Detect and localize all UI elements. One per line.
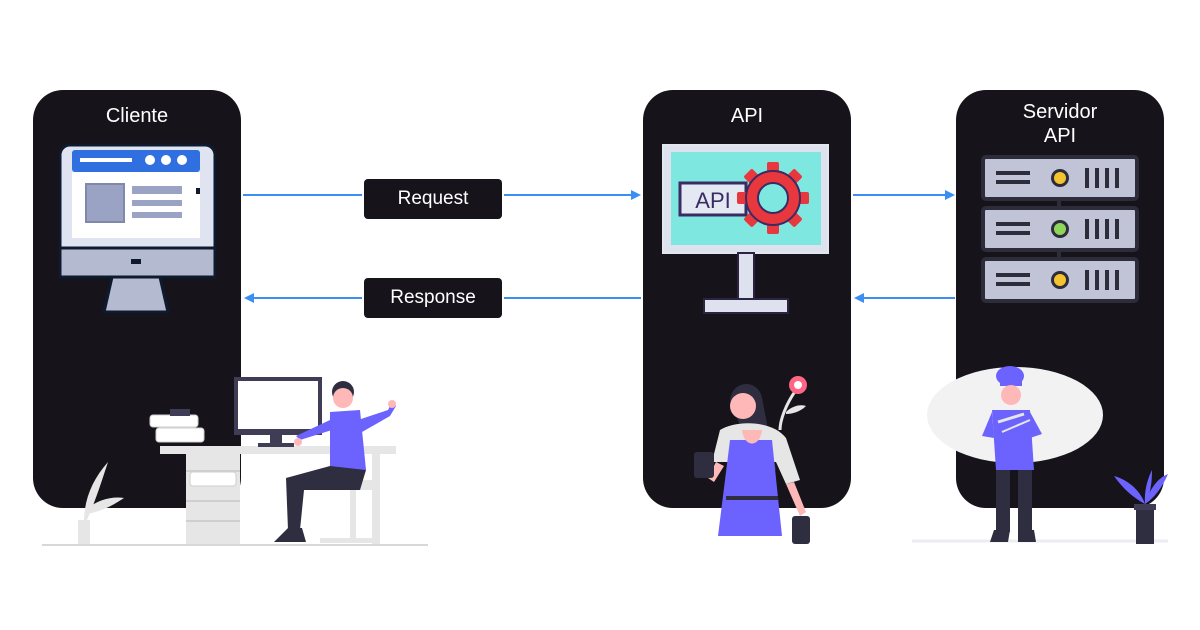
server-unit [981,206,1139,252]
api-monitor-icon: API [662,144,829,314]
server-unit [981,257,1139,303]
response-label: Response [364,278,502,318]
browser-monitor-icon [58,143,217,314]
request-label: Request [364,179,502,219]
plant-icon [78,462,124,544]
server-rack-icon [981,155,1139,303]
servidor-title-line1: Servidor [1022,101,1098,123]
api-screen-label: API [695,188,730,213]
servidor-title: Servidor API [956,100,1164,148]
server-unit [981,155,1139,201]
chef-illustration [927,366,1168,544]
person-with-cups-illustration [694,376,810,544]
servidor-title-line2: API [1043,125,1077,147]
cliente-title: Cliente [105,105,169,127]
api-title: API [730,105,764,127]
potted-plant-icon [1114,470,1168,544]
gear-icon [737,162,809,234]
person-at-desk-illustration [78,377,396,544]
